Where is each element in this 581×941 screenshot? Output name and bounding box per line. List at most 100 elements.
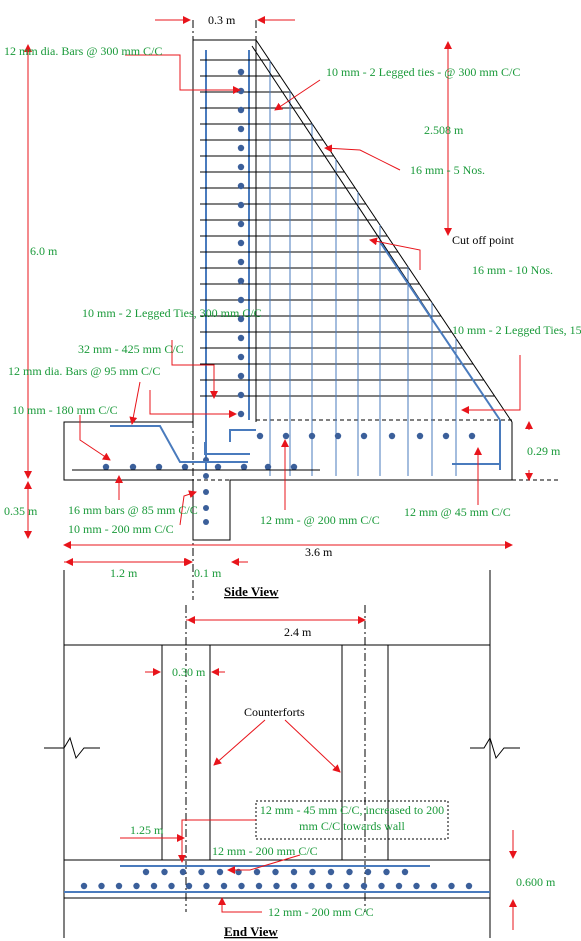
rebar-dot <box>102 463 110 471</box>
rebar-dot <box>465 882 473 890</box>
counterforts <box>161 645 389 860</box>
rebar-dot <box>282 432 290 440</box>
counterforts-label: Counterforts <box>244 705 305 719</box>
inclined-main-bar-16-10 <box>379 241 501 421</box>
counterfort-vertical-bars <box>269 60 457 476</box>
rebar-dot <box>290 882 298 890</box>
rebar-dot <box>290 868 298 876</box>
rebar-dot <box>150 882 158 890</box>
rebar-dot <box>168 882 175 890</box>
rebar-dot <box>237 182 245 190</box>
height-2508-label: 2.508 m <box>424 123 464 137</box>
rebar-dot <box>237 68 245 76</box>
labels: 0.3 m 12 mm dia. Bars @ 300 mm C/C 10 mm… <box>4 13 581 939</box>
rebar-dot <box>237 315 245 323</box>
depth-029-label: 0.29 m <box>527 444 561 458</box>
rebar-dot <box>253 868 261 876</box>
bars-16-85-label: 16 mm bars @ 85 mm C/C <box>68 503 198 517</box>
rebar-dot <box>237 201 245 209</box>
rebar-dot <box>238 882 245 890</box>
rebar-dot <box>272 868 279 876</box>
stem-rebar-dots <box>237 68 245 418</box>
ties-top-label: 10 mm - 2 Legged ties - @ 300 mm C/C <box>326 65 520 79</box>
rebar-dot <box>343 882 350 890</box>
spacing-24-label: 2.4 m <box>284 625 312 639</box>
rebar-dot <box>185 882 193 890</box>
stem-outline <box>63 39 513 541</box>
bars-16-10-label: 16 mm - 10 Nos. <box>472 263 553 277</box>
end-view-title: End View <box>224 924 278 939</box>
rebar-dot <box>309 868 316 876</box>
end-top-dots <box>142 868 409 876</box>
rebar-dot <box>216 868 224 876</box>
depth-035-label: 0.35 m <box>4 504 38 518</box>
side-view-title: Side View <box>224 584 279 599</box>
bars-16-5-label: 16 mm - 5 Nos. <box>410 163 485 177</box>
stem-ties <box>200 59 495 397</box>
rebar-dot <box>430 882 438 890</box>
bars-12-200-label: 12 mm - @ 200 mm C/C <box>260 513 380 527</box>
rebar-dot <box>448 882 455 890</box>
rebar-dot <box>237 239 245 247</box>
rebar-dot <box>346 868 353 876</box>
rebar-dot <box>240 463 248 471</box>
ties-left-label: 10 mm - 2 Legged Ties, 300 mm C/C <box>82 306 262 320</box>
rebar-dot <box>237 144 245 152</box>
stem-bent-bar <box>229 429 256 442</box>
rebar-dot <box>203 882 210 890</box>
rebar-dot <box>237 410 245 418</box>
rebar-dot <box>237 353 245 361</box>
rebar-dot <box>416 432 424 440</box>
rebar-dot <box>273 882 280 890</box>
rebar-dot <box>256 432 264 440</box>
bars-12-45-label: 12 mm @ 45 mm C/C <box>404 505 511 519</box>
bars-12-95-label: 12 mm dia. Bars @ 95 mm C/C <box>8 364 160 378</box>
rebar-dot <box>237 220 245 228</box>
top-bars-label: 12 mm dia. Bars @ 300 mm C/C <box>4 44 162 58</box>
rebar-dot <box>327 868 335 876</box>
rebar-dot <box>255 882 263 890</box>
rebar-dot <box>237 125 245 133</box>
rebar-dot <box>468 432 476 440</box>
note-box-text: 12 mm - 45 mm C/C, increased to 200 mm C… <box>259 803 445 833</box>
rebar-dot <box>179 868 187 876</box>
rebar-dot <box>237 277 245 285</box>
rebar-dot <box>413 882 420 890</box>
rebar-dot <box>360 882 368 890</box>
rebar-dot <box>161 868 168 876</box>
rebar-dot <box>237 296 245 304</box>
top-width-label: 0.3 m <box>208 13 236 27</box>
toe-bent-bar <box>110 425 248 463</box>
bars-10-180-label: 10 mm - 180 mm C/C <box>12 403 118 417</box>
rebar-dot <box>142 868 150 876</box>
width-12-label: 1.2 m <box>110 566 138 580</box>
left-125-label: 1.25 m <box>130 823 164 837</box>
inclined-main-bar-16-5 <box>251 45 433 319</box>
rebar-dot <box>237 258 245 266</box>
rebar-dot <box>198 868 205 876</box>
rebar-dot <box>360 432 368 440</box>
rebar-dot <box>98 882 105 890</box>
rebar-dot <box>220 882 228 890</box>
rebar-dot <box>80 882 88 890</box>
rebar-dot <box>237 372 245 380</box>
rebar-dot <box>181 463 189 471</box>
rebar-dot <box>325 882 333 890</box>
toe-rebar-dots <box>102 463 298 471</box>
width-36-label: 3.6 m <box>305 545 333 559</box>
rebar-dot <box>364 868 372 876</box>
rebar-dot <box>155 463 163 471</box>
rebar-dot <box>442 432 450 440</box>
side-view <box>24 16 560 600</box>
heel-rebar-dots <box>256 432 476 440</box>
rebar-dot <box>237 334 245 342</box>
rebar-dot <box>308 882 315 890</box>
width-030-label: 0.30 m <box>172 665 206 679</box>
rebar-dot <box>378 882 385 890</box>
toe-top-bar <box>204 442 250 455</box>
rebar-dot <box>383 868 390 876</box>
end-view <box>44 570 520 938</box>
bars-12-200-bot-label: 12 mm - 200 mm C/C <box>268 905 374 919</box>
rebar-dot <box>237 391 245 399</box>
